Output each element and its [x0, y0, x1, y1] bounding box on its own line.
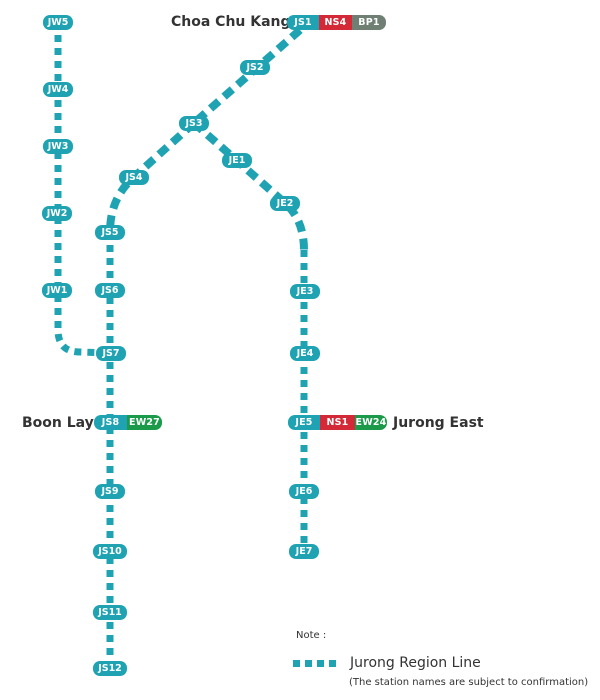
- station-js11[interactable]: JS11: [93, 605, 127, 620]
- station-je1[interactable]: JE1: [222, 153, 252, 168]
- interchange-choa-chu-kang[interactable]: JS1 NS4 BP1: [287, 15, 386, 30]
- station-js9[interactable]: JS9: [95, 484, 125, 499]
- station-js4[interactable]: JS4: [119, 170, 149, 185]
- station-code-bp1: BP1: [352, 15, 386, 30]
- station-je6[interactable]: JE6: [289, 484, 319, 499]
- station-js3[interactable]: JS3: [179, 116, 209, 131]
- station-je7[interactable]: JE7: [289, 544, 319, 559]
- station-je4[interactable]: JE4: [290, 346, 320, 361]
- station-code-ew27: EW27: [127, 415, 162, 430]
- station-code-js8: JS8: [94, 415, 127, 430]
- je-diagonal: [191, 119, 308, 251]
- station-code-ns4: NS4: [319, 15, 352, 30]
- js-diagonal-upper: [191, 26, 303, 127]
- station-name-boon-lay: Boon Lay: [22, 415, 94, 431]
- station-name-choa-chu-kang: Choa Chu Kang: [171, 14, 291, 30]
- station-jw3[interactable]: JW3: [43, 139, 73, 154]
- station-jw1[interactable]: JW1: [42, 283, 72, 298]
- legend-line-label: Jurong Region Line: [350, 655, 481, 671]
- station-js5[interactable]: JS5: [95, 225, 125, 240]
- station-jw4[interactable]: JW4: [43, 82, 73, 97]
- station-je3[interactable]: JE3: [290, 284, 320, 299]
- station-js10[interactable]: JS10: [93, 544, 127, 559]
- interchange-jurong-east[interactable]: JE5 NS1 EW24: [288, 415, 387, 430]
- station-js6[interactable]: JS6: [95, 283, 125, 298]
- station-name-jurong-east: Jurong East: [393, 415, 484, 431]
- station-js2[interactable]: JS2: [240, 60, 270, 75]
- station-code-ns1: NS1: [320, 415, 355, 430]
- station-jw2[interactable]: JW2: [42, 206, 72, 221]
- legend-disclaimer: (The station names are subject to confir…: [349, 677, 589, 688]
- jw-branch-line: [54, 22, 111, 357]
- station-code-ew24: EW24: [355, 415, 387, 430]
- legend-note-title: Note :: [296, 630, 327, 641]
- legend-line-swatch-icon: [293, 660, 336, 667]
- interchange-boon-lay[interactable]: JS8 EW27: [94, 415, 162, 430]
- station-je2[interactable]: JE2: [270, 196, 300, 211]
- station-js12[interactable]: JS12: [93, 661, 127, 676]
- station-code-je5: JE5: [288, 415, 320, 430]
- station-code-js1: JS1: [287, 15, 319, 30]
- station-jw5[interactable]: JW5: [43, 15, 73, 30]
- station-js7[interactable]: JS7: [96, 346, 126, 361]
